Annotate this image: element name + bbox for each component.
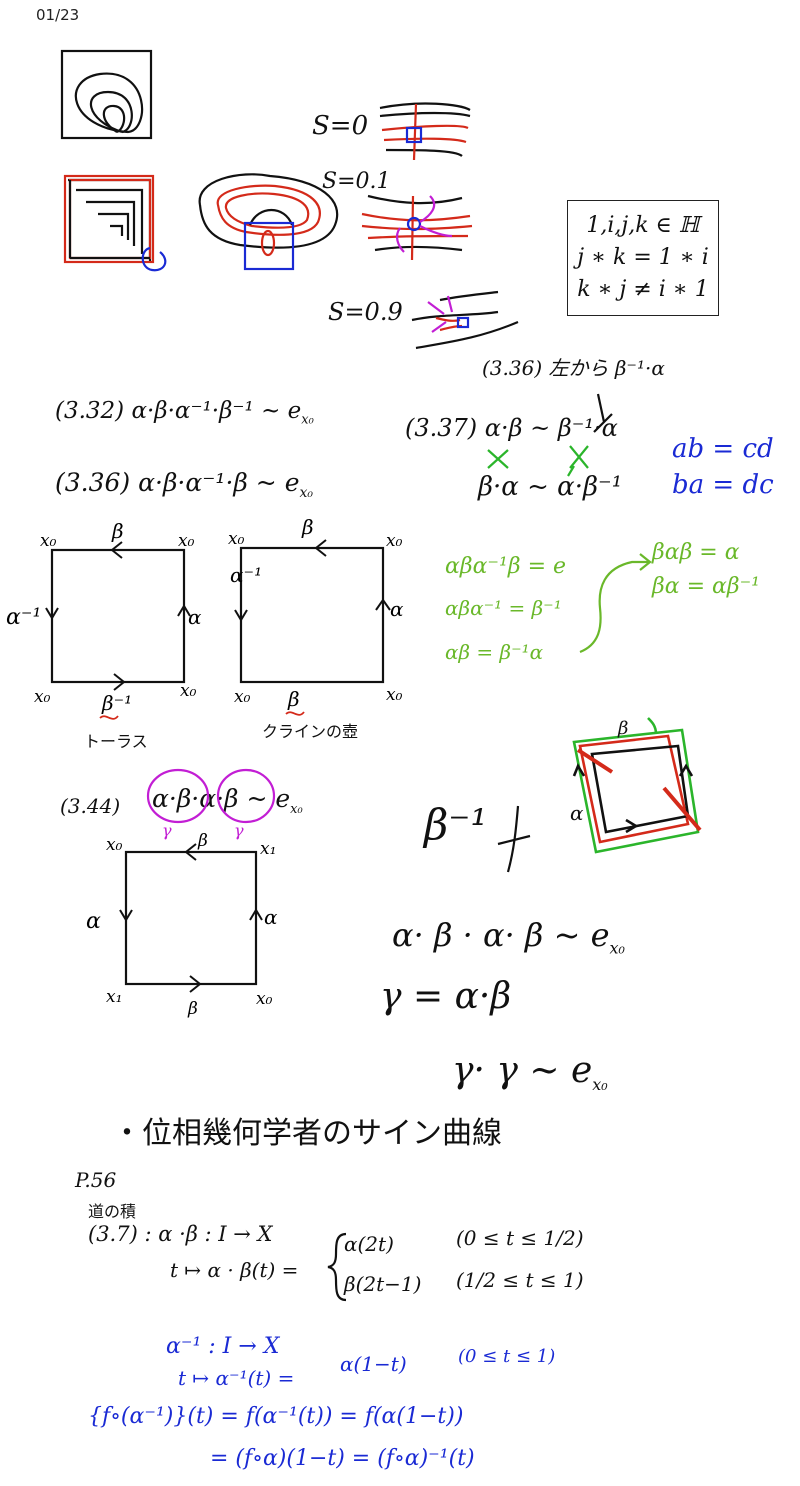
top-sketches: S=0 S=0.1 S=0.9 (60, 49, 519, 350)
green-note-4: βαβ = α (652, 540, 740, 565)
label-s09: S=0.9 (328, 298, 403, 326)
inverse-path-map: t ↦ α⁻¹(t) = (178, 1366, 295, 1390)
composition-line-2: = (f∘α)(1−t) = (f∘α)⁻¹(t) (210, 1446, 475, 1471)
topologist-sine-heading: ・位相幾何学者のサイン曲線 (112, 1116, 502, 1151)
blue-ba-dc: ba = dc (672, 470, 774, 500)
colored-square-beta: β (617, 718, 628, 739)
alpha-beta-alpha-beta: α· β · α· β ~ ex₀ (392, 916, 625, 958)
path-product-map: t ↦ α · β(t) = (170, 1258, 299, 1282)
torus-diagram: β α⁻¹ α β⁻¹ x₀ x₀ x₀ x₀ (6, 519, 202, 720)
klein-bl-label: x₀ (234, 687, 251, 707)
relation-332: (3.32) α·β·α⁻¹·β⁻¹ ~ ex₀ (55, 398, 314, 428)
square344-right-label: α (264, 905, 278, 929)
beta-inverse-cross (497, 805, 531, 873)
square344-top-label: β (197, 831, 208, 851)
quaternion-box: 1,i,j,k ∈ ℍ j ∗ k = 1 ∗ i k ∗ j ≠ i ∗ 1 (567, 200, 719, 316)
klein-bottom-label: β (287, 687, 300, 711)
relation-337b: β·α ~ α·β⁻¹ (478, 472, 623, 502)
page-reference: P.56 (75, 1168, 117, 1192)
gamma-definition: γ = α·β (380, 976, 512, 1017)
path-product-subhead: 道の積 (88, 1202, 137, 1221)
torus-bottom-label: β⁻¹ (101, 691, 132, 715)
loop-box-sketch (60, 49, 153, 140)
page-number: 01/23 (36, 6, 80, 24)
s09-sketch (411, 290, 519, 350)
gamma-label-2: γ (234, 821, 244, 840)
colored-square-alpha: α (570, 801, 584, 825)
colored-square-sketch: β α (570, 717, 702, 854)
klein-right-label: α (390, 597, 404, 621)
label-s0: S=0 (312, 111, 368, 141)
klein-tl-label: x₀ (228, 529, 245, 549)
inverse-path-definition: α⁻¹ : I → X (166, 1334, 280, 1359)
quaternion-line-1: 1,i,j,k ∈ ℍ (586, 213, 700, 238)
square344-tl-label: x₀ (106, 835, 123, 855)
relation-336: (3.36) α·β·α⁻¹·β ~ ex₀ (55, 468, 313, 501)
klein-tr-label: x₀ (386, 531, 403, 551)
green-bracket-arrow (579, 553, 652, 654)
blue-ab-cd: ab = cd (672, 434, 774, 464)
case2-condition: (1/2 ≤ t ≤ 1) (456, 1268, 584, 1292)
square344-tr-label: x₁ (260, 839, 276, 859)
torus-tl-label: x₀ (40, 531, 57, 551)
label-s01: S=0.1 (322, 169, 391, 194)
label-344: (3.44) (60, 794, 121, 818)
torus-bl-label: x₀ (34, 687, 51, 707)
torus-right-label: α (188, 605, 202, 629)
torus-br-label: x₀ (180, 681, 197, 701)
green-note-2: αβα⁻¹ = β⁻¹ (445, 596, 562, 620)
composition-line-1: {f∘(α⁻¹)}(t) = f(α⁻¹(t)) = f(α(1−t)) (88, 1404, 464, 1429)
s01-sketch (361, 194, 473, 261)
klein-caption: クラインの壺 (262, 722, 359, 741)
quaternion-line-3: k ∗ j ≠ i ∗ 1 (577, 277, 709, 302)
klein-left-label: α⁻¹ (230, 563, 262, 587)
path-product-definition: (3.7) : α ·β : I → X (88, 1222, 273, 1246)
square344-bl-label: x₁ (106, 987, 122, 1007)
green-note-3: αβ = β⁻¹α (445, 640, 544, 664)
nested-squares-sketch (63, 174, 167, 272)
relation-arrows (487, 393, 613, 477)
piecewise-brace (327, 1232, 347, 1302)
torus-tr-label: x₀ (178, 531, 195, 551)
gamma-label-1: γ (162, 821, 172, 840)
relation-337: (3.37) α·β ~ β⁻¹·α (405, 414, 618, 442)
green-note-1: αβα⁻¹β = e (445, 554, 567, 579)
from-left-note: (3.36) 左から β⁻¹·α (482, 356, 665, 380)
torus-left-label: α⁻¹ (6, 605, 41, 630)
klein-top-label: β (301, 515, 314, 539)
square344-br-label: x₀ (256, 989, 273, 1009)
inverse-path-condition: (0 ≤ t ≤ 1) (458, 1346, 556, 1367)
square344-bottom-label: β (187, 999, 198, 1019)
blob-sketch (198, 173, 339, 271)
torus-top-label: β (111, 519, 124, 543)
case1-expression: α(2t) (344, 1232, 394, 1256)
inverse-path-value: α(1−t) (340, 1352, 407, 1376)
square344-diagram: γ γ β α α β x₀ x₁ x₁ x₀ (86, 768, 278, 1019)
case1-condition: (0 ≤ t ≤ 1/2) (456, 1226, 584, 1250)
case2-expression: β(2t−1) (344, 1272, 422, 1296)
green-note-5: βα = αβ⁻¹ (652, 574, 761, 599)
beta-inverse-scribble: β⁻¹ (424, 800, 488, 849)
s0-sketch (379, 102, 471, 161)
torus-caption: トーラス (84, 732, 148, 751)
quaternion-line-2: j ∗ k = 1 ∗ i (577, 245, 709, 270)
square344-left-label: α (86, 909, 101, 934)
gamma-squared: γ· γ ~ ex₀ (452, 1050, 608, 1095)
klein-diagram: β α⁻¹ α β x₀ x₀ x₀ x₀ (228, 515, 404, 716)
klein-br-label: x₀ (386, 685, 403, 705)
